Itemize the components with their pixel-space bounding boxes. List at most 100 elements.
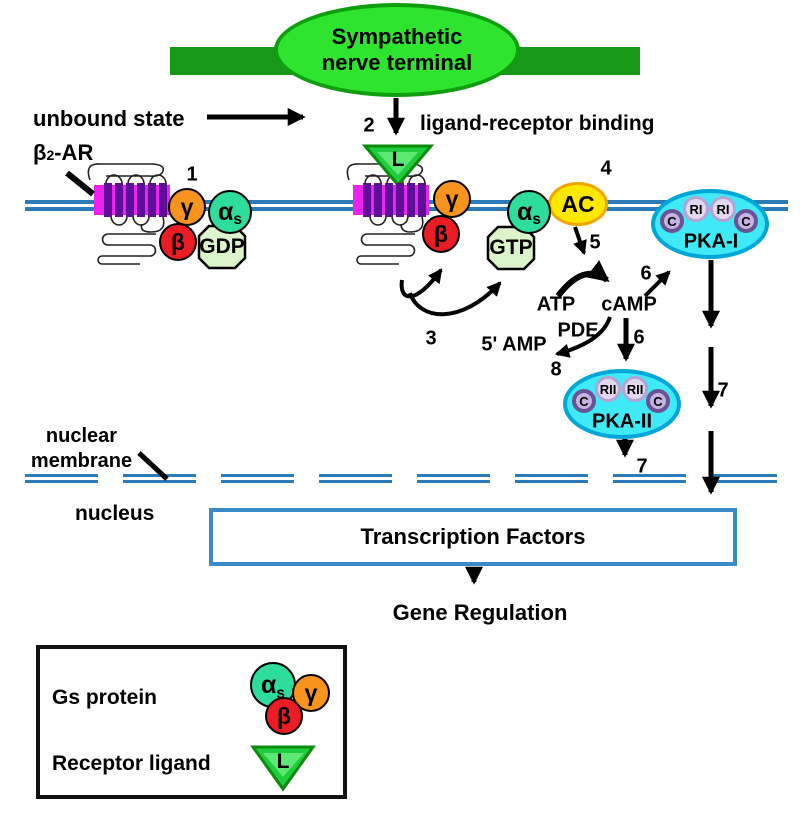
pka2-catalytic-right: C <box>646 389 670 413</box>
nucleus-label: nucleus <box>75 502 155 525</box>
step-3-label: 3 <box>425 327 437 350</box>
step-2-label: 2 <box>363 114 375 137</box>
c-label: C <box>579 393 589 409</box>
receptor-2-helix <box>385 183 393 217</box>
pka1-catalytic-right: C <box>734 209 758 233</box>
ac-label: AC <box>561 190 595 217</box>
alpha-sub-letter: s <box>276 684 285 702</box>
alpha-sub-letter: s <box>532 210 541 228</box>
gdp-label: GDP <box>199 235 245 258</box>
pka1-catalytic-left: C <box>660 209 684 233</box>
step-4-label: 4 <box>600 157 612 180</box>
cycle-arrow-to-gtp <box>408 281 502 317</box>
gamma-letter: γ <box>304 679 318 706</box>
terminal-label-line2: nerve terminal <box>321 50 473 75</box>
receptor-2-helix <box>363 183 371 217</box>
receptor-pointer-line <box>65 170 95 197</box>
ligand-binding-label: ligand-receptor binding <box>420 112 655 135</box>
five-amp-label: 5' AMP <box>481 333 547 356</box>
receptor-1-helix <box>126 183 134 217</box>
receptor-2-helix <box>407 183 415 217</box>
beta-letter: β <box>170 228 186 255</box>
ac-catalysis-arrow <box>573 226 587 256</box>
beta-subunit-1: β <box>159 223 197 261</box>
pka2-label: PKA-II <box>592 410 652 433</box>
receptor-1-helix <box>104 183 112 217</box>
receptor-1-helix <box>137 183 145 217</box>
beta2-subscript: 2 <box>46 147 55 163</box>
gamma-letter: γ <box>445 185 459 212</box>
camp-label: cAMP <box>601 293 657 316</box>
legend-box <box>36 645 347 799</box>
nuclear-membrane-label-line1: nuclear <box>45 425 118 447</box>
camp-to-pka1-arrow <box>643 270 671 298</box>
gamma-subunit-1: γ <box>168 188 206 226</box>
c-label: C <box>667 213 677 229</box>
atp-to-camp-arrow <box>555 260 610 298</box>
nuclear-membrane-inner-line <box>25 480 777 483</box>
alpha-letter: α <box>261 670 277 699</box>
step-7-label-pka2: 7 <box>636 455 648 478</box>
receptor-1-helix <box>148 183 156 217</box>
beta2-ar-label: β2-AR <box>33 140 93 166</box>
receptor-1-loops <box>87 163 167 265</box>
ri-label: RI <box>689 201 703 217</box>
nuclear-membrane-label-line2: membrane <box>30 450 133 472</box>
nuclear-membrane-pointer-line <box>137 451 169 481</box>
step-1-label: 1 <box>186 163 198 186</box>
step-6-label-pka1: 6 <box>640 262 652 285</box>
terminal-label-line1: Sympathetic <box>331 23 463 49</box>
receptor-1-helix <box>115 183 123 217</box>
ligand-letter: L <box>391 148 405 171</box>
beta-letter: β <box>33 140 47 165</box>
receptor-2-helix <box>418 183 426 217</box>
pde-label: PDE <box>557 319 599 342</box>
c-label: C <box>653 393 663 409</box>
step-6-label-pka2: 6 <box>633 326 645 349</box>
atp-label: ATP <box>536 293 576 316</box>
ri-label: RI <box>716 201 730 217</box>
receptor-2-helix <box>396 183 404 217</box>
receptor-2-helix <box>374 183 382 217</box>
pka2-regulatory-left: RII <box>595 376 621 402</box>
gamma-letter: γ <box>180 193 194 220</box>
gamma-subunit-2: γ <box>433 180 471 218</box>
pka1-label: PKA-I <box>683 230 739 253</box>
adenylyl-cyclase: AC <box>548 182 608 226</box>
ligand-triangle <box>361 144 435 188</box>
beta-letter: β <box>276 702 292 729</box>
beta-subunit-2: β <box>422 215 460 253</box>
beta-letter: β <box>433 220 449 247</box>
rii-label: RII <box>599 381 617 397</box>
alpha-sub-letter: s <box>233 210 242 228</box>
c-label: C <box>741 213 751 229</box>
unbound-state-label: unbound state <box>33 106 185 131</box>
legend-ligand-triangle <box>250 745 316 792</box>
ar-suffix: -AR <box>54 140 94 165</box>
pka1-regulatory-left: RI <box>683 196 709 222</box>
pka1-regulatory-right: RI <box>710 196 736 222</box>
sympathetic-nerve-terminal: Sympathetic nerve terminal <box>274 3 520 97</box>
alpha-letter: α <box>517 197 533 226</box>
step-7-label-pka1: 7 <box>717 379 729 402</box>
pka2-regulatory-right: RII <box>622 376 648 402</box>
gene-regulation-label: Gene Regulation <box>392 600 568 625</box>
gtp-label: GTP <box>489 236 533 259</box>
rii-label: RII <box>626 381 644 397</box>
step-8-label: 8 <box>550 358 562 381</box>
pde-degradation-arrow <box>554 316 612 358</box>
transcription-factors-box: Transcription Factors <box>209 508 737 566</box>
legend-gs-protein-label: Gs protein <box>52 686 158 709</box>
legend-receptor-ligand-label: Receptor ligand <box>52 752 211 775</box>
step-5-label: 5 <box>589 231 601 254</box>
alpha-letter: α <box>218 197 234 226</box>
transcription-factors-label: Transcription Factors <box>360 524 586 549</box>
receptor-1-helix <box>159 183 167 217</box>
receptor-2-loops <box>346 163 426 265</box>
nuclear-membrane-label: nuclear membrane <box>25 424 138 474</box>
